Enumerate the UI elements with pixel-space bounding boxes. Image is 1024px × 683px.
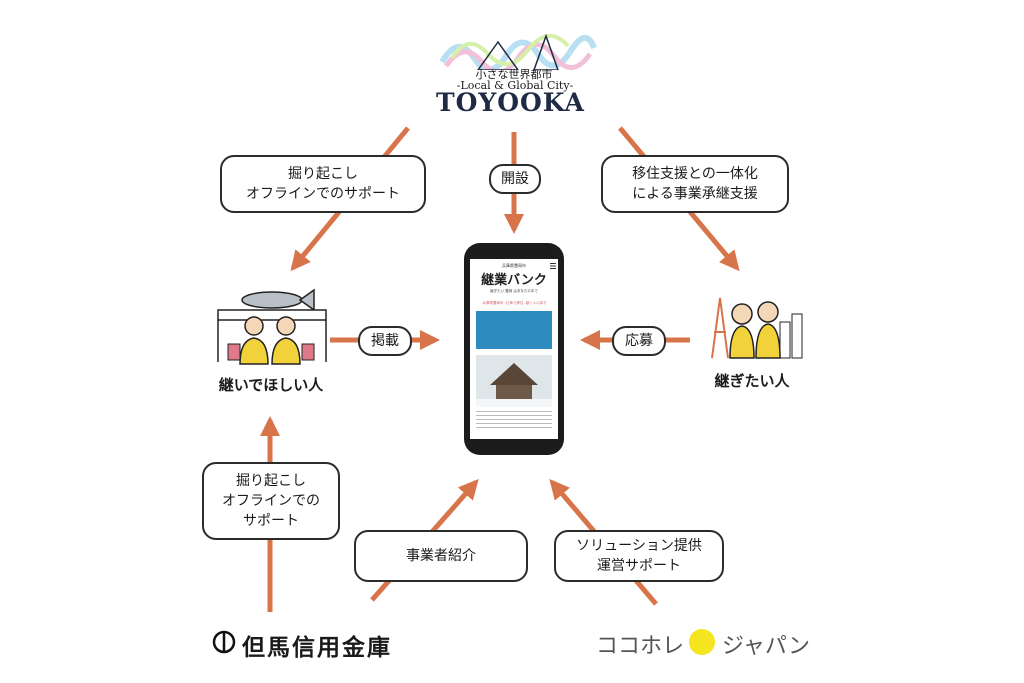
- label-top-center-text: 開設: [501, 171, 529, 187]
- logo-title: TOYOOKA: [436, 88, 585, 117]
- label-bottom-center: 事業者紹介: [354, 530, 528, 582]
- label-bottom-left-line3: サポート: [243, 513, 299, 529]
- app-header-small: 兵庫県豊岡市: [502, 263, 526, 268]
- label-bottom-left-line2: オフラインでの: [222, 493, 320, 509]
- label-bottom-right: ソリューション提供 運営サポート: [554, 530, 724, 582]
- label-bottom-left-line1: 掘り起こし: [236, 473, 306, 489]
- label-mid-left: 掲載: [358, 326, 412, 356]
- label-bottom-left: 掘り起こし オフラインでの サポート: [202, 462, 340, 540]
- app-subtitle: 継ぎたい 豊岡 はあなたの手で: [490, 289, 538, 293]
- shopkeepers-illustration: [217, 288, 327, 365]
- partner-right-prefix: ココホレ: [596, 634, 685, 659]
- hamburger-icon[interactable]: [550, 263, 556, 269]
- label-top-right-line1: 移住支援との一体化: [632, 166, 758, 182]
- yellow-sun-icon: [689, 629, 715, 655]
- successors-illustration: [711, 297, 803, 359]
- label-bottom-center-text: 事業者紹介: [406, 548, 476, 564]
- label-top-right-line2: による事業承継支援: [632, 186, 758, 202]
- label-mid-right-text: 応募: [625, 333, 653, 349]
- phone-mockup: 兵庫県豊岡市 継業バンク 継ぎたい 豊岡 はあなたの手で -兵庫県豊岡市 -仕事…: [464, 243, 564, 455]
- app-title: 継業バンク: [481, 273, 547, 288]
- logo-swirl-graphic: [439, 33, 597, 70]
- label-top-left-line2: オフラインでのサポート: [246, 186, 400, 202]
- label-mid-right: 応募: [612, 326, 666, 356]
- role-successor-caption: 継ぎたい人: [714, 372, 790, 390]
- label-bottom-right-line2: 運営サポート: [597, 558, 681, 574]
- label-mid-left-text: 掲載: [371, 333, 399, 349]
- house-photo-graphic: [476, 355, 552, 407]
- shinkin-emblem-icon: [212, 630, 236, 654]
- app-body-text: [476, 411, 552, 431]
- label-top-left-line1: 掘り起こし: [288, 166, 358, 182]
- label-top-right: 移住支援との一体化 による事業承継支援: [601, 155, 789, 213]
- logo-subtitle-jp: 小さな世界都市: [475, 68, 553, 81]
- label-top-center: 開設: [489, 164, 541, 194]
- app-header: 兵庫県豊岡市 継業バンク 継ぎたい 豊岡 はあなたの手で: [470, 259, 558, 299]
- role-seller-caption: 継いでほしい人: [218, 376, 324, 394]
- app-photo: [476, 355, 552, 407]
- label-bottom-right-line1: ソリューション提供: [576, 538, 702, 554]
- logo-subtitle-en: -Local & Global City-: [456, 79, 574, 92]
- partner-left-name: 但馬信用金庫: [242, 634, 392, 661]
- partner-right-suffix: ジャパン: [722, 634, 811, 659]
- app-info-card[interactable]: [476, 311, 552, 349]
- app-nav[interactable]: -兵庫県豊岡市 -仕事で移住 -継ぐ人の探す: [481, 301, 547, 305]
- label-top-left: 掘り起こし オフラインでのサポート: [220, 155, 426, 213]
- app-screen: 兵庫県豊岡市 継業バンク 継ぎたい 豊岡 はあなたの手で -兵庫県豊岡市 -仕事…: [470, 259, 558, 439]
